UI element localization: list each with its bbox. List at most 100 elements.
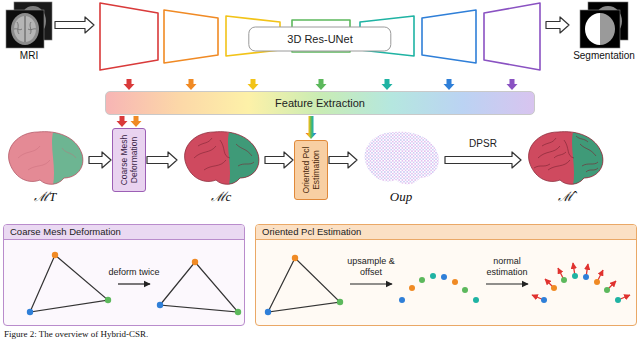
- image-label: Oup: [390, 190, 412, 204]
- triangle-deform-part: [157, 302, 163, 308]
- module-box: Oriented Pcl Estimation: [294, 140, 328, 200]
- image-node: ℳc: [178, 128, 264, 204]
- triangle-deform-part: [27, 309, 33, 315]
- module-label: Oriented Pcl Estimation: [302, 143, 321, 197]
- image-node: ℳT: [2, 128, 88, 204]
- pcl-steps-part: [409, 285, 415, 291]
- segmentation-image-part: [600, 13, 615, 45]
- flow-arrow: [445, 152, 521, 168]
- flow-arrow: [89, 152, 111, 168]
- module-label: Coarse Mesh Deformation: [120, 131, 139, 189]
- feature-maps: [100, 3, 540, 70]
- feature-arrow: [382, 79, 393, 90]
- coarse-mesh-part: [185, 132, 259, 185]
- feature-arrow: [117, 116, 128, 127]
- step-label: upsample & offset: [345, 256, 397, 278]
- flow-arrow: [265, 152, 293, 168]
- segmentation-image: [580, 2, 628, 48]
- pcl-steps-part: [441, 274, 447, 280]
- feature-maps-part: [100, 3, 158, 70]
- mri-image-part: [25, 16, 26, 42]
- pcl-steps-part: [337, 299, 343, 305]
- pcl-steps-part: [486, 283, 528, 284]
- image-node: Oup: [358, 128, 444, 204]
- pcl-steps-part: [462, 287, 468, 293]
- panel-heading: Oriented Pcl Estimation: [256, 225, 636, 240]
- mri-image-part: [6, 10, 44, 48]
- triangle-deform-part: [235, 309, 241, 315]
- segmentation-image-part: [580, 10, 620, 48]
- panel-ground-part: [255, 224, 637, 326]
- image-label: MRI: [20, 50, 38, 62]
- step-label: normal estimation: [479, 256, 535, 278]
- final-mesh-part: [529, 132, 603, 185]
- triangle-deform-part: [192, 259, 198, 265]
- pcl-steps-part: [473, 297, 479, 303]
- pcl-steps-part: [572, 273, 578, 279]
- pcl-steps-part: [541, 297, 547, 303]
- point-cloud-part: [365, 132, 439, 185]
- pcl-steps-part: [583, 274, 589, 280]
- mri-image-part: [11, 13, 39, 45]
- triangle-deform-part: [30, 255, 108, 312]
- panel-ground-part: [3, 224, 245, 326]
- triangle-deform-part: [52, 252, 58, 258]
- point-cloud: [365, 132, 439, 185]
- edge-label: DPSR: [467, 138, 499, 150]
- image-label: ℳc: [211, 190, 232, 204]
- pcl-steps-part: [594, 279, 600, 285]
- image-label: Segmentation: [573, 50, 635, 62]
- image-node: ℳ̂: [522, 128, 608, 204]
- pcl-steps-part: [268, 258, 340, 312]
- mri-image-part: [14, 22, 36, 34]
- flow-arrow: [329, 152, 357, 168]
- feature-maps-part: [484, 3, 540, 70]
- pcl-steps: [265, 255, 630, 315]
- pcl-steps-part: [399, 297, 405, 303]
- triangle-deform-part: [160, 262, 238, 312]
- step-label: deform twice: [99, 267, 169, 278]
- coarse-mesh-part: [194, 138, 254, 170]
- image-node: Segmentation: [570, 2, 638, 62]
- template-mesh-part: [18, 146, 76, 170]
- network-box: 3D Res-UNet: [95, 0, 545, 78]
- segmentation-image-part: [585, 13, 600, 45]
- panel-heading: Coarse Mesh Deformation: [4, 225, 244, 240]
- feature-arrow: [306, 116, 317, 139]
- feature-arrow: [131, 116, 142, 127]
- feature-arrow: [124, 79, 135, 90]
- flow-arrow: [55, 17, 94, 33]
- feature-arrow: [316, 79, 327, 90]
- feature-arrow: [186, 79, 197, 90]
- feature-arrow: [248, 79, 259, 90]
- triangle-deform-part: [118, 283, 150, 284]
- figure-caption: Figure 2: The overview of Hybrid-CSR.: [4, 329, 148, 340]
- pcl-steps-part: [265, 309, 271, 315]
- template-mesh: [9, 128, 88, 190]
- band-label: Feature Extraction: [106, 92, 534, 114]
- detail-panel: Oriented Pcl Estimation: [255, 224, 637, 326]
- module-box: Coarse Mesh Deformation: [112, 128, 146, 192]
- image-node: MRI: [4, 2, 54, 62]
- feature-band: Feature Extraction: [105, 91, 535, 115]
- pcl-steps-part: [430, 273, 436, 279]
- triangle-deform: [27, 252, 241, 315]
- pcl-steps-part: [452, 279, 458, 285]
- flow-arrow: [147, 152, 177, 168]
- final-mesh: [529, 128, 608, 190]
- image-label: ℳ̂: [558, 190, 573, 204]
- flow-arrow: [546, 17, 569, 33]
- feature-maps-part: [164, 10, 218, 63]
- coarse-mesh: [185, 128, 264, 190]
- triangle-deform-part: [105, 297, 111, 303]
- pcl-steps-part: [551, 285, 557, 291]
- pcl-steps-part: [350, 283, 392, 284]
- network-label: 3D Res-UNet: [248, 27, 391, 52]
- pcl-steps-part: [604, 287, 610, 293]
- image-label: ℳT: [34, 190, 56, 204]
- template-mesh-part: [9, 132, 83, 185]
- pcl-steps-part: [532, 263, 630, 300]
- panel-ground: [3, 224, 637, 326]
- mri-image-part: [14, 16, 36, 42]
